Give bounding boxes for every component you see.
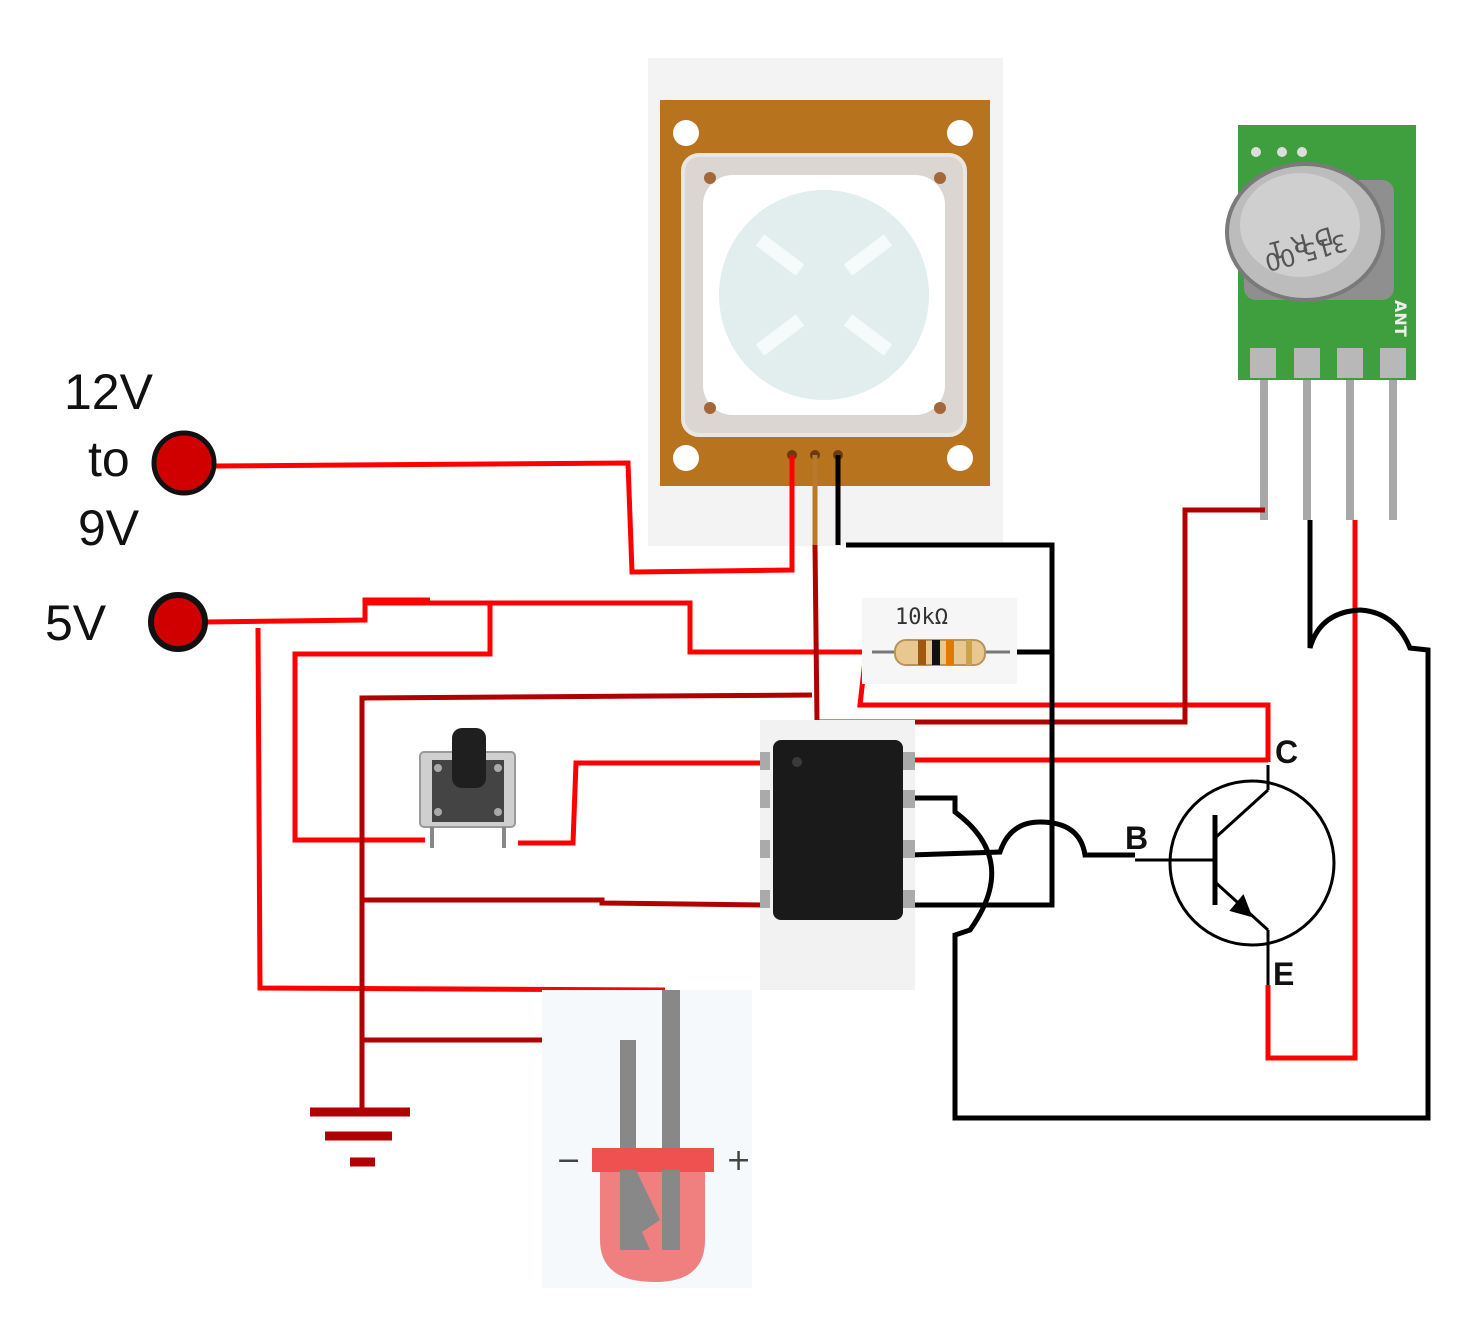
wire-ic-pin6-to-base <box>909 819 1135 858</box>
wire-emitter-to-rf-vcc <box>1265 520 1358 1061</box>
led-plus-label: + <box>726 1143 752 1178</box>
wire-button-to-ic <box>518 760 765 846</box>
resistor-value-label: 10kΩ <box>895 605 948 630</box>
wire-12v-to-pir <box>214 460 795 575</box>
resistor-10k <box>862 598 1017 684</box>
wire-ic-pin4-to-ground <box>362 897 769 908</box>
label-12v: 12V <box>64 364 153 420</box>
pir-sensor-module <box>648 58 1003 546</box>
ant-label: ANT <box>1391 300 1410 337</box>
wire-5v-rail <box>204 597 870 655</box>
led-minus-label: − <box>556 1143 582 1178</box>
wire-5v-to-button <box>292 603 493 843</box>
emitter-label: E <box>1273 956 1295 992</box>
npn-transistor <box>1135 765 1336 985</box>
push-button <box>419 728 516 848</box>
wire-ic-pin7-loop <box>910 520 1431 1121</box>
ic-chip <box>760 720 915 990</box>
wire-pir-out-to-rf <box>812 507 1265 725</box>
wire-ground-rail <box>359 692 813 1108</box>
rf-transmitter-module: 315.00 D R 1 ANT <box>1225 125 1416 520</box>
led <box>542 990 752 1288</box>
terminal-12v <box>151 430 217 496</box>
base-label: B <box>1125 820 1149 856</box>
wire-5v-to-led <box>255 627 666 993</box>
terminal-5v <box>148 592 208 652</box>
red-wires <box>204 460 1358 1061</box>
wire-pir-gnd <box>846 542 1055 908</box>
collector-label: C <box>1275 734 1299 770</box>
label-to: to <box>88 431 130 487</box>
label-9v: 9V <box>78 500 140 556</box>
label-5v: 5V <box>45 595 107 651</box>
black-wires <box>846 520 1431 1121</box>
